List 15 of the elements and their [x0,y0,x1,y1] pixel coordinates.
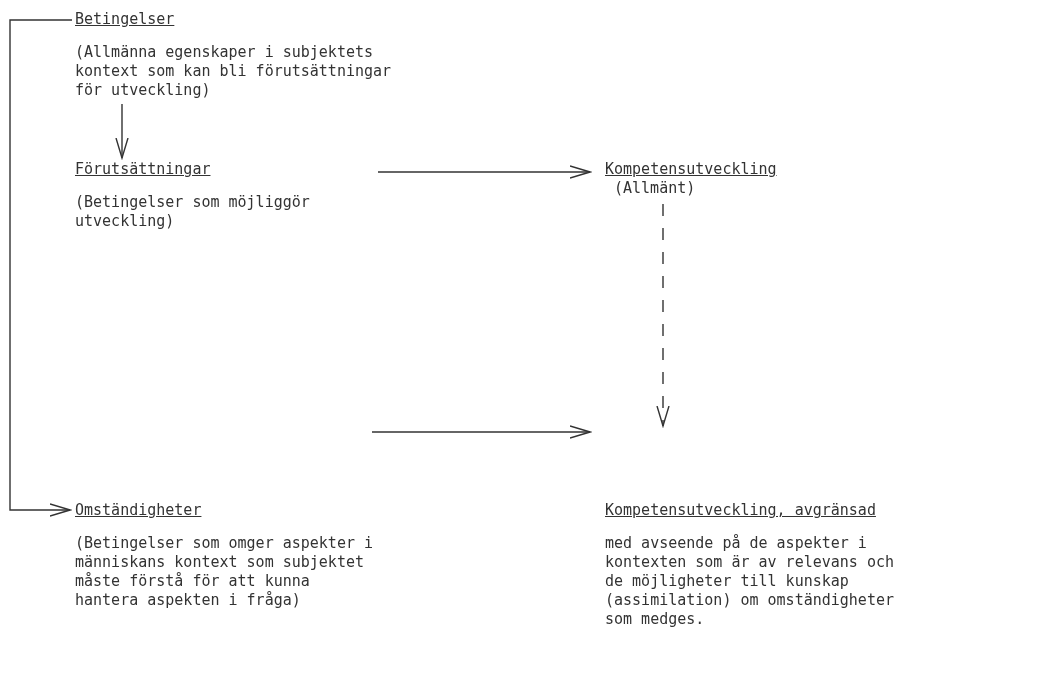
heading: Kompetensutveckling [605,160,777,179]
arrow [656,203,670,427]
arrow [371,425,591,439]
arrow [115,103,129,159]
description-text: (Allmänna egenskaper i subjektets kontext som kan bli förutsättningar för utveckling) [75,43,393,100]
heading: Kompetensutveckling, avgränsad [605,501,876,520]
description-text: med avseende på de aspekter i kontexten som är av relevans och de möjligheter till kunskap (assimilation) om omständigheter som medges. [605,534,895,629]
description-text: (Betingelser som omger aspekter i människans kontext som subjektet måste förstå för att kunna hantera aspekten i fråga) [75,534,374,610]
arrow [9,19,73,517]
heading: Förutsättningar [75,160,211,179]
heading-note: (Allmänt) [614,179,696,198]
heading: Omständigheter [75,501,202,520]
arrow [377,165,591,179]
description-text: (Betingelser som möjliggör utveckling) [75,193,311,231]
heading: Betingelser [75,10,175,29]
